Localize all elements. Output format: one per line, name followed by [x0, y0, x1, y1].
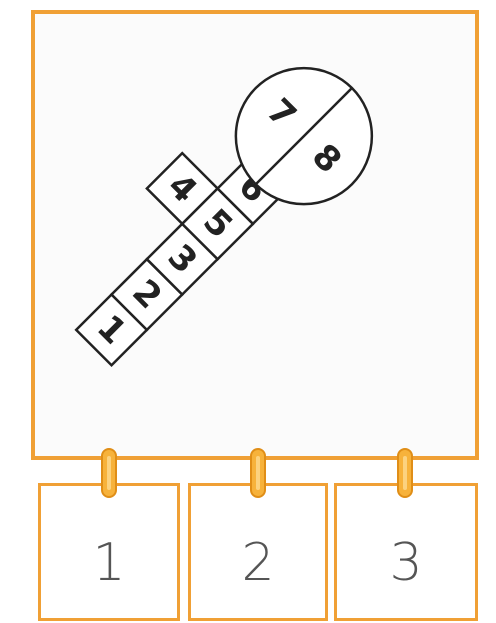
- option-card-2[interactable]: 2: [188, 483, 328, 621]
- option-card-1[interactable]: 1: [38, 483, 180, 621]
- clip-icon-2: [250, 448, 266, 498]
- hop-circle: 7 8: [234, 66, 374, 206]
- hopscotch-frame: [31, 10, 479, 460]
- option-card-1-label: 1: [92, 533, 126, 593]
- clip-icon-1: [101, 448, 117, 498]
- hop-square-3: 3: [145, 222, 220, 297]
- option-card-2-label: 2: [241, 533, 275, 593]
- option-card-3-label: 3: [389, 533, 423, 593]
- option-card-3[interactable]: 3: [334, 483, 478, 621]
- clip-icon-3: [397, 448, 413, 498]
